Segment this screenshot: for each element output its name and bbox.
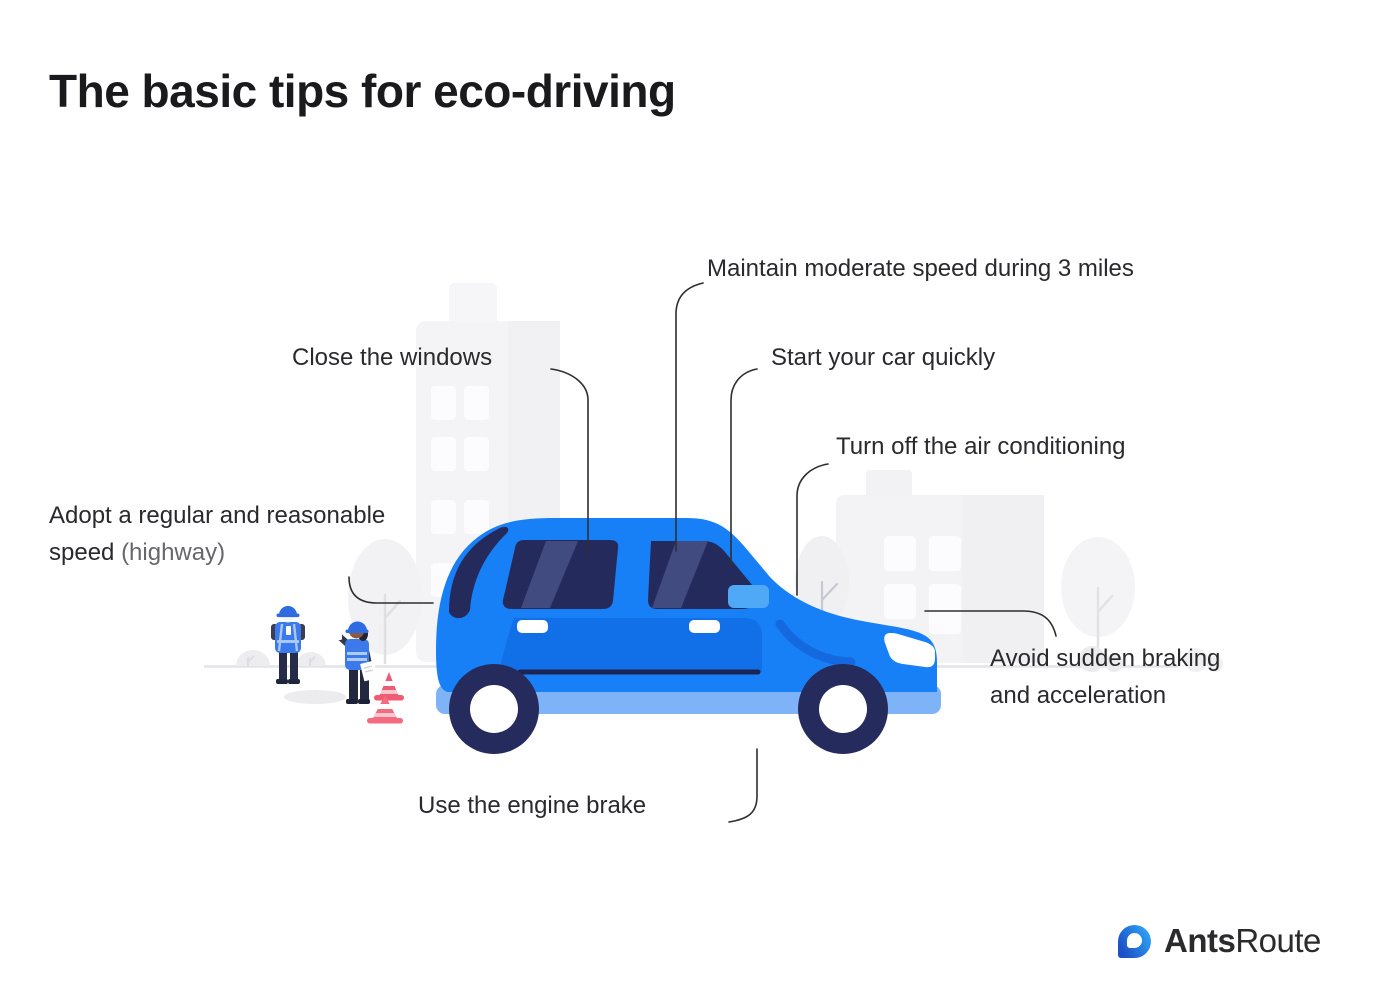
label-adopt-speed-line2: speed [49,539,115,566]
antsroute-pin-icon [1118,924,1151,958]
connector-engine-brake [728,748,758,823]
label-engine-brake: Use the engine brake [418,792,647,819]
car-front-wheel [798,664,888,754]
label-close-windows: Close the windows [292,344,493,371]
connector-avoid-braking [924,610,1057,637]
logo-text-ants: Ants [1164,922,1236,959]
worker-right [333,621,378,704]
connector-start-quickly [730,368,758,565]
connector-turn-off-ac [796,463,829,596]
car-headlight [884,633,935,668]
label-adopt-speed: Adopt a regular and reasonable speed (hi… [49,497,385,571]
antsroute-pin-hole [1127,932,1142,948]
antsroute-logo-text: AntsRoute [1164,922,1321,960]
connector-maintain-speed [675,282,704,552]
label-adopt-speed-line1: Adopt a regular and reasonable [49,502,386,529]
page-title: The basic tips for eco-driving [49,64,676,117]
worker-shadow [284,690,346,704]
connector-adopt-speed [348,576,434,604]
car-illustration [436,518,941,754]
car-vent-window [728,585,769,608]
traffic-cones [367,672,404,724]
connector-close-windows [550,368,589,553]
label-maintain-speed: Maintain moderate speed during 3 miles [707,255,1134,282]
ground-bushes [236,646,1223,672]
worker-left [271,606,305,684]
connector-lines [348,282,1057,823]
car-rear-wheel [449,664,539,754]
label-turn-off-ac: Turn off the air conditioning [836,433,1126,460]
label-adopt-speed-note: (highway) [121,539,226,566]
logo-text-route: Route [1235,922,1321,959]
antsroute-logo: AntsRoute [1118,922,1321,960]
label-start-quickly: Start your car quickly [771,344,996,371]
label-avoid-braking: Avoid sudden braking and acceleration [990,645,1221,709]
